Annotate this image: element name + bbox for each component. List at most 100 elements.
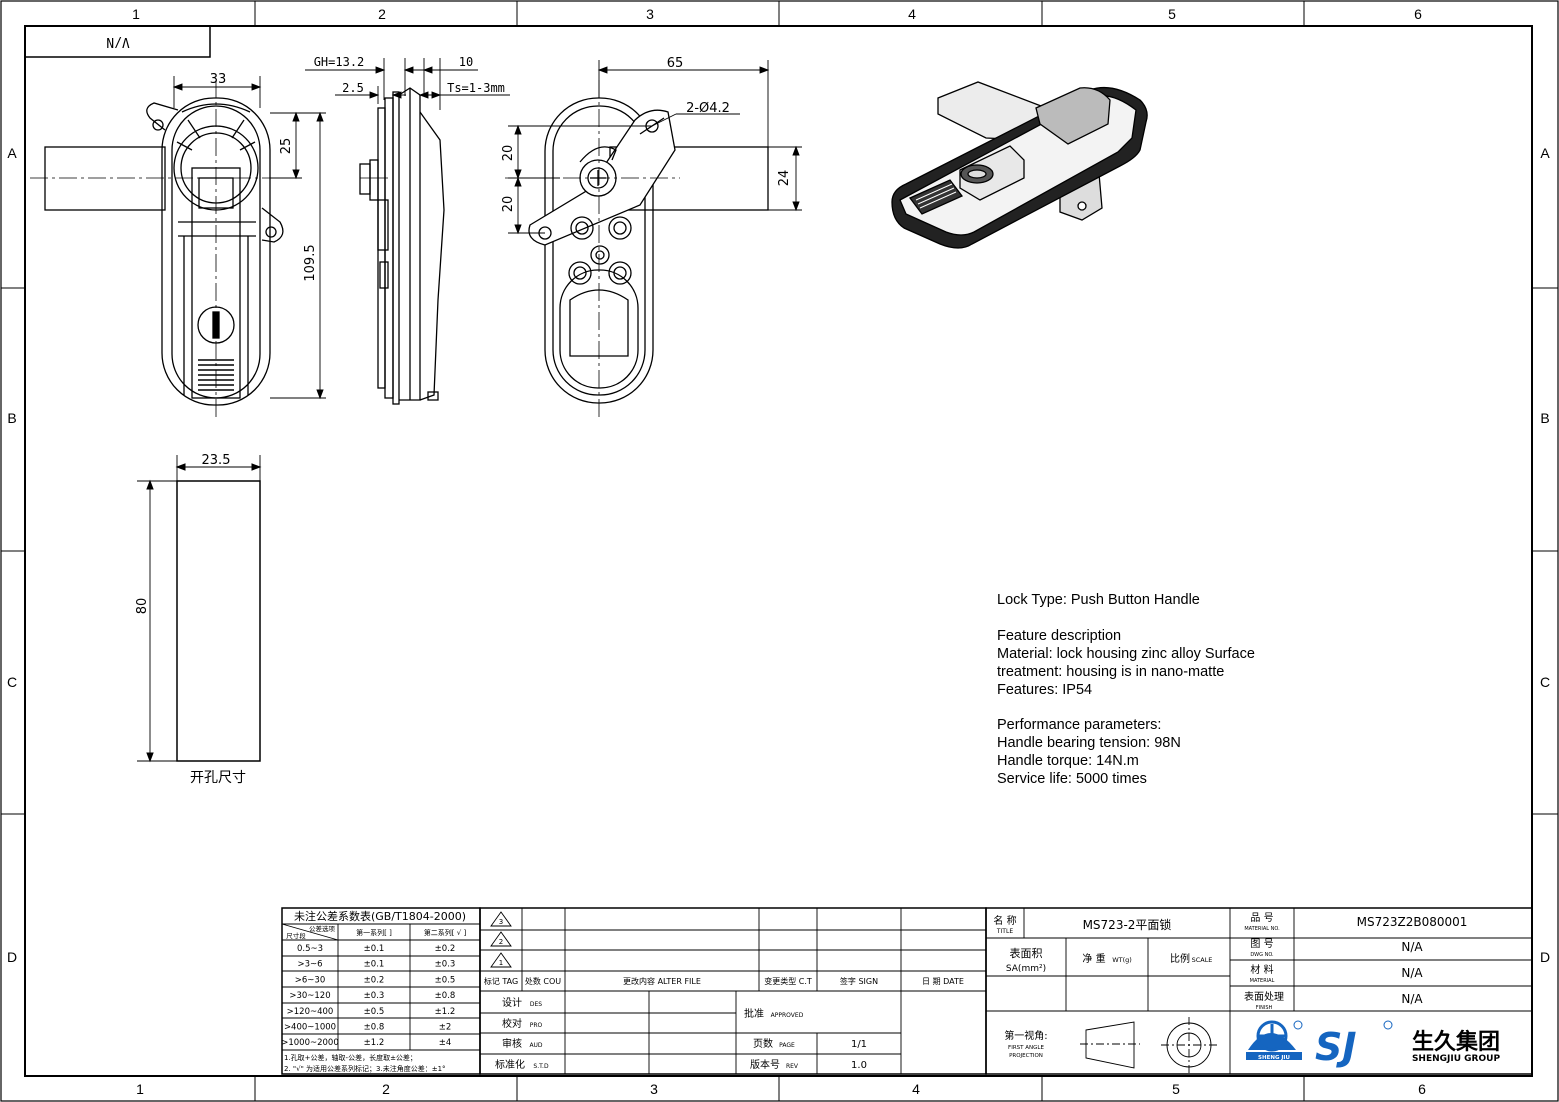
note-features: Features: IP54: [997, 681, 1093, 698]
rev-approve-en: APPROVED: [771, 1012, 804, 1019]
col-label-6-bottom: 6: [1418, 1081, 1426, 1097]
back-view: [505, 80, 769, 420]
dim-20-lower: 20: [501, 196, 516, 213]
finish-en: FINISH: [1256, 1005, 1273, 1011]
rev-page-en: PAGE: [779, 1042, 795, 1049]
isometric-view: [891, 81, 1148, 249]
tolerance-table-text: 未注公差系数表(GB/T1804-2000) 公差选项 尺寸段 第一系列[ ] …: [281, 909, 466, 1073]
col-label-1-bottom: 1: [136, 1081, 144, 1097]
rev-tri-2: 2: [499, 938, 503, 946]
weight-label: 净 重: [1082, 952, 1105, 965]
note-material-1: Material: lock housing zinc alloy Surfac…: [997, 645, 1255, 662]
area-label: 表面积: [1010, 946, 1043, 960]
tolerance-cell: ±0.2: [364, 975, 385, 985]
tolerance-header-top: 公差选项: [309, 924, 336, 933]
dwg-label: 图 号: [1250, 938, 1273, 950]
rev-header-sign: 签字 SIGN: [840, 976, 878, 986]
row-label-b-right: B: [1540, 410, 1549, 426]
rev-header-date: 日 期 DATE: [922, 977, 964, 986]
note-material-2: treatment: housing is in nano-matte: [997, 663, 1225, 680]
rev-check-en: PRO: [530, 1022, 543, 1029]
rev-std-en: S.T.D: [533, 1063, 549, 1070]
tolerance-cell: ±0.5: [435, 975, 456, 985]
dim-height-109-5: 109.5: [303, 244, 318, 281]
rev-header-ct: 变更类型 C.T: [764, 976, 812, 986]
rev-rev-value: 1.0: [851, 1060, 867, 1071]
projection-en-2: PROJECTION: [1009, 1053, 1043, 1059]
tolerance-cell: ±4: [439, 1038, 452, 1048]
tolerance-title: 未注公差系数表(GB/T1804-2000): [294, 909, 466, 923]
dim-20-upper: 20: [501, 145, 516, 162]
front-view-dim-labels: 33 25 109.5: [210, 72, 318, 282]
dim-10: 10: [459, 55, 473, 69]
row-label-d: D: [7, 949, 17, 965]
back-view-dim-labels: 65 2-Ø4.2 20 20 24: [501, 56, 792, 212]
tolerance-cell: ±0.8: [364, 1023, 385, 1033]
col-label-3-bottom: 3: [650, 1081, 658, 1097]
material-no-label: 品 号: [1250, 912, 1273, 924]
finish-label: 表面处理: [1244, 990, 1284, 1003]
tolerance-cell: >1000~2000: [281, 1038, 339, 1048]
brand-logo: SHENG JIU SJ 生久集团 SHENGJIU GROUP: [1246, 1020, 1500, 1069]
col-label-2-bottom: 2: [382, 1081, 390, 1097]
col-label-6: 6: [1414, 6, 1422, 22]
side-view-dimensions: [305, 58, 510, 110]
corner-tag: V/N: [106, 34, 129, 49]
dim-top-25: 25: [279, 138, 294, 155]
dim-65: 65: [667, 56, 684, 71]
tolerance-col1: 第一系列[ ]: [356, 928, 392, 937]
rev-design-en: DES: [530, 1001, 542, 1008]
title-label-en: TITLE: [996, 928, 1013, 935]
tolerance-cell: ±0.8: [435, 991, 456, 1001]
projection-label: 第一视角:: [1004, 1029, 1047, 1042]
dim-cutout-height: 80: [135, 598, 150, 615]
side-view: [359, 87, 445, 405]
dim-width-33: 33: [210, 72, 227, 87]
brand-en: SHENGJIU GROUP: [1412, 1054, 1500, 1064]
tolerance-cell: ±0.1: [364, 944, 385, 954]
tolerance-cell: ±2: [439, 1023, 452, 1033]
rev-audit: 审核: [502, 1037, 522, 1050]
rev-design: 设计: [502, 996, 522, 1009]
area-unit: SA(mm²): [1006, 964, 1046, 974]
side-view-dim-labels: GH=13.2 10 2.5 Ts=1-3mm: [314, 55, 505, 95]
rev-tri-3: 3: [499, 918, 503, 926]
rev-rev-en: REV: [786, 1063, 799, 1070]
weight-en: WT(g): [1112, 956, 1132, 964]
tolerance-cell: ±0.3: [364, 991, 385, 1001]
finish-value: N/A: [1401, 992, 1423, 1006]
title-block-text: 名 称 TITLE MS723-2平面锁 表面积 SA(mm²) 净 重 WT(…: [993, 912, 1467, 1059]
rev-header-cou: 处数 COU: [525, 976, 561, 986]
col-label-4: 4: [908, 6, 916, 22]
material-value: N/A: [1401, 966, 1423, 980]
col-label-2: 2: [378, 6, 386, 22]
revision-block: [479, 907, 987, 1075]
material-en: MATERIAL: [1250, 978, 1275, 984]
technical-notes: Lock Type: Push Button Handle Feature de…: [997, 592, 1255, 789]
tolerance-cell: >400~1000: [284, 1023, 336, 1033]
row-label-a: A: [7, 145, 17, 161]
dim-ts: Ts=1-3mm: [447, 81, 505, 95]
row-label-b: B: [7, 410, 16, 426]
cutout-view: [137, 455, 262, 763]
projection-en-1: FIRST ANGLE: [1008, 1045, 1044, 1051]
front-view: [30, 80, 284, 420]
rev-header-tag: 标记 TAG: [484, 976, 518, 986]
brand-cn: 生久集团: [1412, 1029, 1500, 1055]
title-value: MS723-2平面锁: [1083, 917, 1172, 932]
note-tension: Handle bearing tension: 98N: [997, 735, 1181, 752]
dim-2-5: 2.5: [342, 81, 364, 95]
col-label-5: 5: [1168, 6, 1176, 22]
rev-rev: 版本号: [750, 1058, 780, 1071]
col-label-5-bottom: 5: [1172, 1081, 1180, 1097]
tolerance-header-left: 尺寸段: [286, 931, 306, 940]
brand-letters: SJ: [1315, 1025, 1357, 1069]
col-label-3: 3: [646, 6, 654, 22]
row-label-a-right: A: [1540, 145, 1550, 161]
title-label: 名 称: [993, 914, 1016, 927]
material-no-value: MS723Z2B080001: [1357, 915, 1468, 929]
row-label-c: C: [7, 674, 17, 690]
back-view-dimensions: [508, 60, 802, 235]
